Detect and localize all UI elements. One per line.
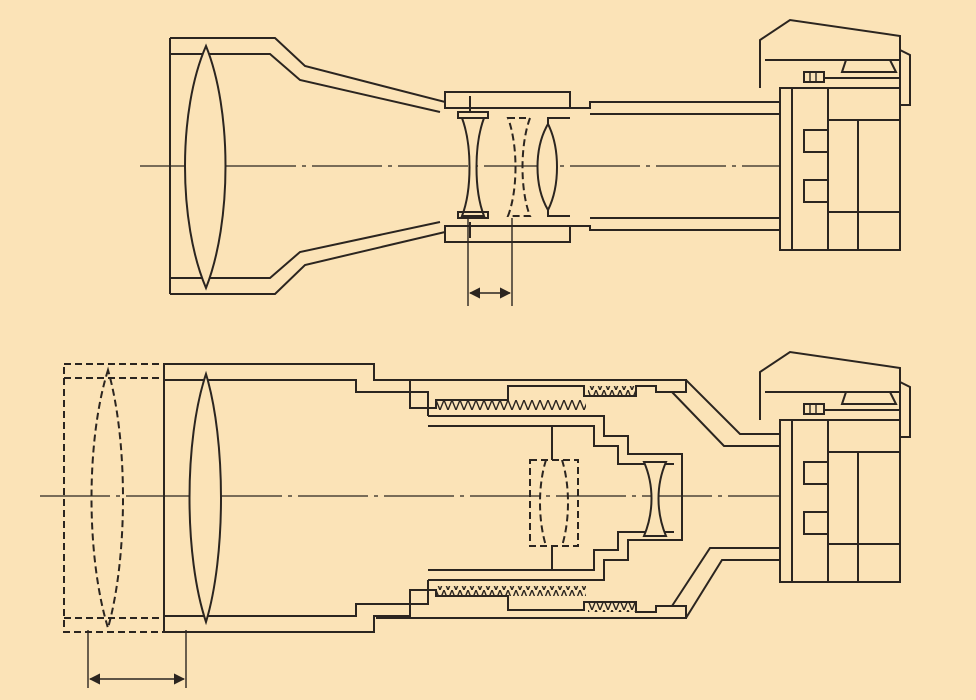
bottom-front-barrel <box>164 363 687 409</box>
bottom-front-barrel-lower <box>164 589 687 633</box>
bottom-thread-rear-lower <box>588 602 636 612</box>
bottom-adapter-lower <box>685 559 780 619</box>
top-figure <box>140 18 911 306</box>
top-camera-body <box>759 18 911 251</box>
top-rear-lens-cell <box>547 117 570 217</box>
top-front-barrel-lower <box>170 225 780 295</box>
top-rear-lens <box>536 121 558 213</box>
top-lens-cell-lower <box>457 211 489 219</box>
top-mount-ring-upper <box>444 91 571 109</box>
bottom-extended-barrel <box>63 363 165 633</box>
bottom-extended-lens <box>90 366 124 632</box>
bottom-adapter-upper-inner <box>671 391 780 447</box>
bottom-inner-tube-wall-lower <box>428 531 674 571</box>
bottom-figure <box>40 350 911 688</box>
top-tube <box>590 113 780 219</box>
bottom-adapter-upper <box>685 379 780 435</box>
bottom-adapter-lower-inner <box>671 547 780 607</box>
top-inner-wall <box>170 53 441 113</box>
bottom-thread-upper <box>436 400 586 410</box>
bottom-objective-lens <box>188 370 222 626</box>
top-lens-cell <box>457 111 489 119</box>
top-objective-lens <box>184 43 227 291</box>
bottom-inner-wall <box>164 379 429 416</box>
bottom-inner-tube <box>428 415 683 581</box>
bottom-thread-lower <box>436 586 586 596</box>
top-negative-lens <box>460 117 486 217</box>
bottom-camera-body <box>759 350 911 583</box>
top-front-barrel <box>170 37 780 109</box>
bottom-rear-lens <box>642 461 668 537</box>
bottom-thread-rear-upper <box>588 386 636 396</box>
top-negative-lens-alt <box>506 117 532 217</box>
bottom-inner-wall-lower <box>164 580 429 617</box>
bottom-negative-lens-alt <box>529 459 579 547</box>
top-mount-ring-lower <box>444 225 571 243</box>
top-inner-wall-lower <box>170 221 441 279</box>
bottom-inner-tube-wall <box>428 425 674 465</box>
